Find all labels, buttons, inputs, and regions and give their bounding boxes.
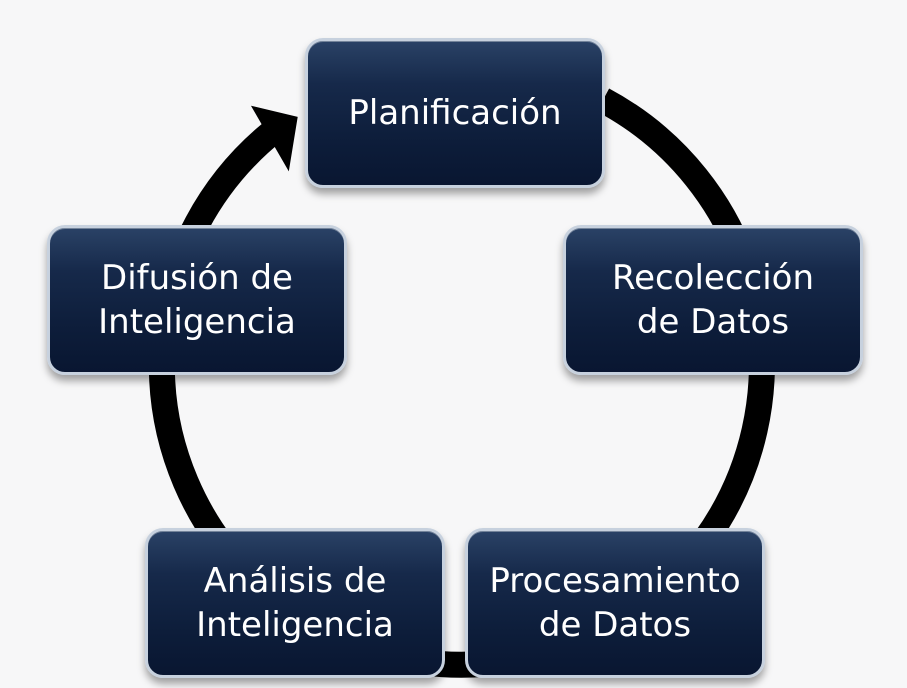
node-analisis-de-inteligencia: Análisis de Inteligencia	[145, 528, 445, 678]
node-recoleccion-de-datos: Recolección de Datos	[563, 225, 863, 375]
node-label-planificacion: Planificación	[348, 92, 562, 133]
cycle-arrowhead-icon	[250, 105, 298, 172]
node-label-difusion: Difusión de Inteligencia	[98, 257, 296, 342]
node-difusion-de-inteligencia: Difusión de Inteligencia	[47, 225, 347, 375]
node-label-recoleccion: Recolección de Datos	[611, 257, 815, 342]
node-label-procesamiento: Procesamiento de Datos	[489, 560, 741, 645]
node-procesamiento-de-datos: Procesamiento de Datos	[465, 528, 765, 678]
node-label-analisis: Análisis de Inteligencia	[196, 560, 394, 645]
node-planificacion: Planificación	[305, 38, 605, 188]
